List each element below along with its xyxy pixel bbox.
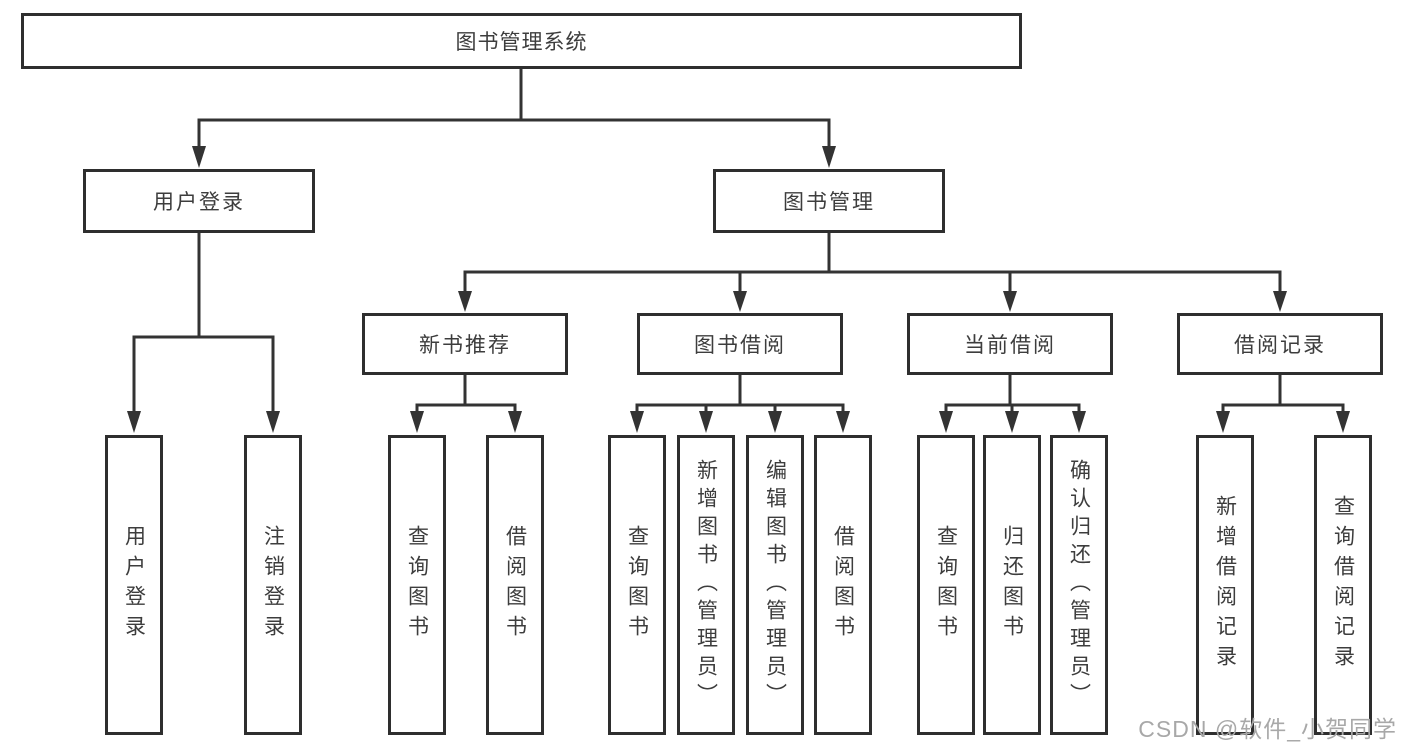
leaf-logout: 注销登录 [244,435,302,735]
node-new-book-recommend: 新书推荐 [362,313,568,375]
node-book-borrow: 图书借阅 [637,313,843,375]
leaf-add-books-admin: 新增图书（管理员） [677,435,735,735]
leaf-confirm-return-admin: 确认归还（管理员） [1050,435,1108,735]
node-book-management: 图书管理 [713,169,945,233]
node-borrow-records: 借阅记录 [1177,313,1383,375]
node-user-login: 用户登录 [83,169,315,233]
leaf-borrow-books-1: 借阅图书 [486,435,544,735]
leaf-add-borrow-record: 新增借阅记录 [1196,435,1254,735]
leaf-query-books-3: 查询图书 [917,435,975,735]
node-current-borrow: 当前借阅 [907,313,1113,375]
csdn-watermark: CSDN @软件_小贺同学 [1138,716,1397,742]
node-root-system: 图书管理系统 [21,13,1022,69]
leaf-query-books-1: 查询图书 [388,435,446,735]
leaf-return-books: 归还图书 [983,435,1041,735]
leaf-query-borrow-record: 查询借阅记录 [1314,435,1372,735]
leaf-edit-books-admin: 编辑图书（管理员） [746,435,804,735]
leaf-query-books-2: 查询图书 [608,435,666,735]
leaf-borrow-books-2: 借阅图书 [814,435,872,735]
leaf-user-login: 用户登录 [105,435,163,735]
